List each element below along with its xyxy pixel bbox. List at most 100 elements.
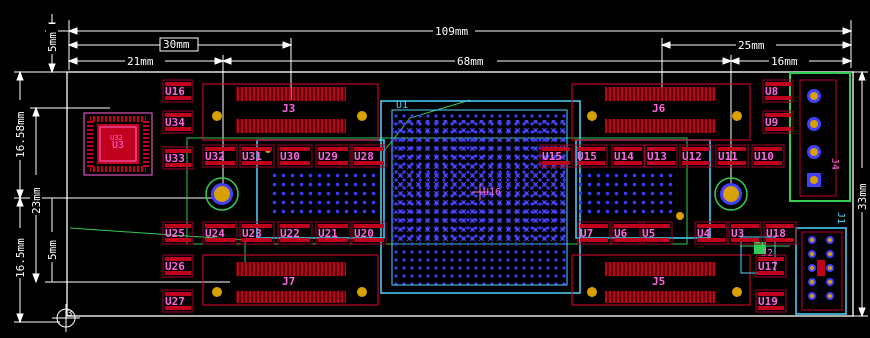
component-u6[interactable]: U6 bbox=[611, 221, 645, 245]
dim-30mm: 30mm bbox=[163, 38, 190, 51]
component-u24[interactable]: U24 bbox=[202, 221, 238, 245]
component-u27[interactable]: U27 bbox=[162, 289, 194, 313]
connector-j3[interactable] bbox=[202, 83, 379, 141]
ref-label-u32: U32 bbox=[205, 150, 225, 163]
component-u13[interactable]: U13 bbox=[644, 144, 678, 168]
component-u19[interactable]: U19 bbox=[755, 289, 787, 313]
via-field-left bbox=[268, 170, 380, 218]
header-j1[interactable] bbox=[801, 231, 843, 311]
component-u15[interactable]: U15 bbox=[574, 144, 608, 168]
component-u15[interactable]: U15 bbox=[539, 144, 573, 168]
ref-label-u23: U23 bbox=[242, 227, 262, 240]
component-u17[interactable]: U17 bbox=[755, 254, 787, 278]
ref-label-u9: U9 bbox=[765, 116, 778, 129]
dim-left-16-5mm: 16.5mm bbox=[14, 238, 27, 278]
ref-label-u25: U25 bbox=[165, 227, 185, 240]
component-u4[interactable]: U4 bbox=[694, 221, 728, 245]
ref-label-u11: U11 bbox=[718, 150, 738, 163]
component-u3[interactable]: U3 bbox=[728, 221, 762, 245]
ref-label-u31: U31 bbox=[242, 150, 262, 163]
dim-68mm: 68mm bbox=[457, 55, 484, 68]
dim-16mm: 16mm bbox=[771, 55, 798, 68]
dim-right-33mm: 33mm bbox=[856, 183, 869, 210]
component-u34[interactable]: U34 bbox=[162, 110, 194, 134]
ref-j1: J1 bbox=[835, 212, 846, 224]
component-u5[interactable]: U5 bbox=[639, 221, 673, 245]
component-u21[interactable]: U21 bbox=[315, 221, 351, 245]
dim-overall-width: 109mm bbox=[435, 25, 468, 38]
component-u28[interactable]: U28 bbox=[351, 144, 387, 168]
ref-label-u7: U7 bbox=[580, 227, 593, 240]
ref-j2: J2 bbox=[761, 248, 773, 259]
component-u11[interactable]: U11 bbox=[715, 144, 749, 168]
component-u9[interactable]: U9 bbox=[762, 110, 794, 134]
ref-label-u21: U21 bbox=[318, 227, 338, 240]
ref-j4: J4 bbox=[829, 158, 840, 170]
ref-label-u27: U27 bbox=[165, 295, 185, 308]
component-u31[interactable]: U31 bbox=[239, 144, 275, 168]
via-field-right bbox=[578, 170, 678, 218]
ref-label-u4: U4 bbox=[697, 227, 711, 240]
ref-label-u24: U24 bbox=[205, 227, 225, 240]
header-j4[interactable] bbox=[799, 79, 837, 197]
ref-label-u15: U15 bbox=[542, 150, 562, 163]
connector-j5[interactable] bbox=[571, 254, 751, 306]
component-u32[interactable]: U32 bbox=[202, 144, 238, 168]
qfp-chip-u3[interactable] bbox=[83, 112, 153, 176]
ref-j5: J5 bbox=[652, 275, 665, 288]
component-u18[interactable]: U18 bbox=[763, 221, 797, 245]
ref-label-u17: U17 bbox=[758, 260, 778, 273]
ref-qfp-u32: U32 bbox=[110, 134, 123, 142]
ref-label-u22: U22 bbox=[280, 227, 300, 240]
component-u22[interactable]: U22 bbox=[277, 221, 313, 245]
component-u25[interactable]: U25 bbox=[162, 221, 194, 245]
component-u12[interactable]: U12 bbox=[679, 144, 713, 168]
ref-label-u18: U18 bbox=[766, 227, 786, 240]
component-u14[interactable]: U14 bbox=[611, 144, 645, 168]
ref-j3: J3 bbox=[282, 102, 295, 115]
ref-label-u14: U14 bbox=[614, 150, 634, 163]
ref-u16-center: U16 bbox=[483, 187, 501, 198]
ref-label-u3: U3 bbox=[731, 227, 744, 240]
connector-j6[interactable] bbox=[571, 83, 751, 141]
ref-label-u28: U28 bbox=[354, 150, 374, 163]
ref-label-u10: U10 bbox=[754, 150, 774, 163]
dim-25mm: 25mm bbox=[738, 39, 765, 52]
connector-j7[interactable] bbox=[202, 254, 379, 306]
ref-label-u20: U20 bbox=[354, 227, 374, 240]
ref-u1-label: U1 bbox=[396, 100, 408, 111]
dim-left-16-58mm: 16.58mm bbox=[14, 111, 27, 158]
ref-label-u30: U30 bbox=[280, 150, 300, 163]
component-u29[interactable]: U29 bbox=[315, 144, 351, 168]
mounting-hole-left bbox=[205, 177, 239, 211]
ref-label-u15: U15 bbox=[577, 150, 597, 163]
ref-label-u19: U19 bbox=[758, 295, 778, 308]
ref-j7: J7 bbox=[282, 275, 295, 288]
dim-left-5mm: 5mm bbox=[46, 32, 59, 52]
dim-30-box bbox=[159, 37, 199, 52]
ref-label-u33: U33 bbox=[165, 152, 185, 165]
component-u7[interactable]: U7 bbox=[577, 221, 611, 245]
component-u10[interactable]: U10 bbox=[751, 144, 785, 168]
ref-label-u6: U6 bbox=[614, 227, 628, 240]
component-u16[interactable]: U16 bbox=[162, 79, 194, 103]
ref-label-u5: U5 bbox=[642, 227, 655, 240]
ref-label-u34: U34 bbox=[165, 116, 185, 129]
component-u23[interactable]: U23 bbox=[239, 221, 275, 245]
component-u33[interactable]: U33 bbox=[162, 146, 194, 170]
board-outline bbox=[66, 71, 854, 317]
component-u26[interactable]: U26 bbox=[162, 254, 194, 278]
component-u20[interactable]: U20 bbox=[351, 221, 387, 245]
ref-label-u26: U26 bbox=[165, 260, 185, 273]
origin-marker bbox=[52, 304, 80, 332]
dim-21mm: 21mm bbox=[127, 55, 154, 68]
ref-label-u8: U8 bbox=[765, 85, 778, 98]
ref-label-u13: U13 bbox=[647, 150, 667, 163]
component-u8[interactable]: U8 bbox=[762, 79, 794, 103]
component-u30[interactable]: U30 bbox=[277, 144, 313, 168]
ref-label-u29: U29 bbox=[318, 150, 338, 163]
ref-label-u12: U12 bbox=[682, 150, 702, 163]
mounting-hole-right bbox=[714, 177, 748, 211]
